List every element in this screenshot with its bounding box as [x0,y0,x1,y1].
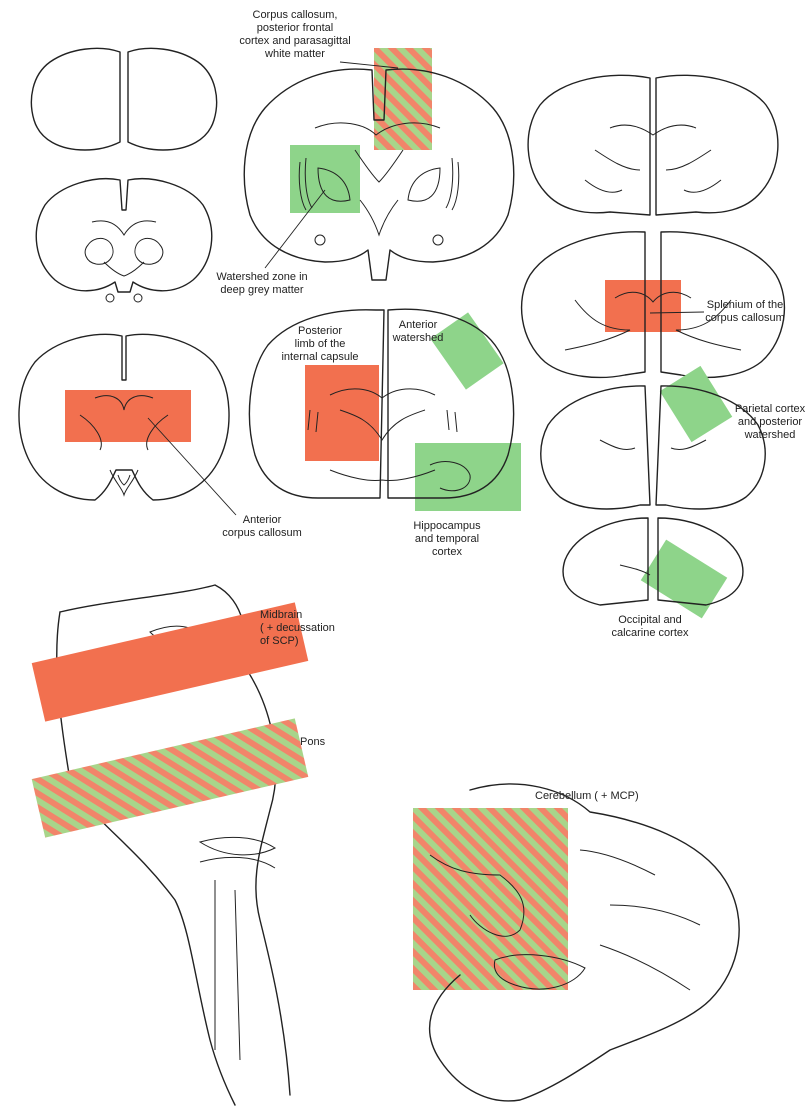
highlight-occipital [641,540,727,619]
label-pons: Pons [300,736,326,748]
coronal-slice-internal-capsule [249,309,521,511]
label-line: internal capsule [281,351,358,363]
label-line: Watershed zone in [216,271,307,283]
label-line: Cerebellum ( + MCP) [535,790,639,802]
label-line: calcarine cortex [611,627,689,639]
label-line: Hippocampus [413,520,481,532]
label-line: cortex [432,546,462,558]
label-line: Anterior [399,319,438,331]
coronal-slice-anterior-cc [19,334,229,500]
label-line: Splenium of the [707,299,783,311]
coronal-slice-frontal [31,48,216,150]
label-hippocampus: Hippocampus and temporal cortex [413,520,481,558]
label-line: Occipital and [618,614,682,626]
label-line: watershed [744,429,796,441]
coronal-slice-right-upper [528,75,778,215]
label-line: corpus callosum [705,312,784,324]
label-posterior-limb: Posterior limb of the internal capsule [281,325,358,363]
highlight-watershed-deep [290,145,360,213]
label-line: white matter [264,48,325,60]
label-line: ( + decussation [260,622,335,634]
label-line: limb of the [295,338,346,350]
highlight-parasagittal-white-matter [374,48,432,150]
label-line: Pons [300,736,326,748]
coronal-slice-parietal [541,366,765,509]
label-line: Corpus callosum, [253,9,338,21]
label-line: and posterior [738,416,803,428]
label-cerebellum: Cerebellum ( + MCP) [535,790,639,802]
highlight-pons [32,718,309,837]
label-line: Anterior [243,514,282,526]
label-line: Posterior [298,325,342,337]
label-line: corpus callosum [222,527,301,539]
highlight-posterior-limb [305,365,379,461]
highlight-anterior-cc [65,390,191,442]
label-occipital: Occipital and calcarine cortex [611,614,689,639]
label-line: deep grey matter [220,284,303,296]
highlight-anterior-watershed [430,312,503,389]
highlight-parietal [660,366,733,442]
label-anterior-watershed: Anterior watershed [392,319,444,344]
coronal-slice-basal [36,179,211,302]
label-line: cortex and parasagittal [239,35,350,47]
coronal-slice-occipital [563,518,743,618]
label-line: of SCP) [260,635,299,647]
label-midbrain: Midbrain ( + decussation of SCP) [260,609,335,647]
label-line: posterior frontal [257,22,333,34]
highlight-cerebellum [413,808,568,990]
label-line: Parietal cortex [735,403,806,415]
label-line: Midbrain [260,609,302,621]
highlight-splenium [605,280,681,332]
label-line: and temporal [415,533,479,545]
cerebellum-drawing [413,784,739,1101]
highlight-hippocampus [415,443,521,511]
label-parietal: Parietal cortex and posterior watershed [735,403,806,441]
label-line: watershed [392,332,444,344]
coronal-slice-posterior-frontal [244,48,513,280]
